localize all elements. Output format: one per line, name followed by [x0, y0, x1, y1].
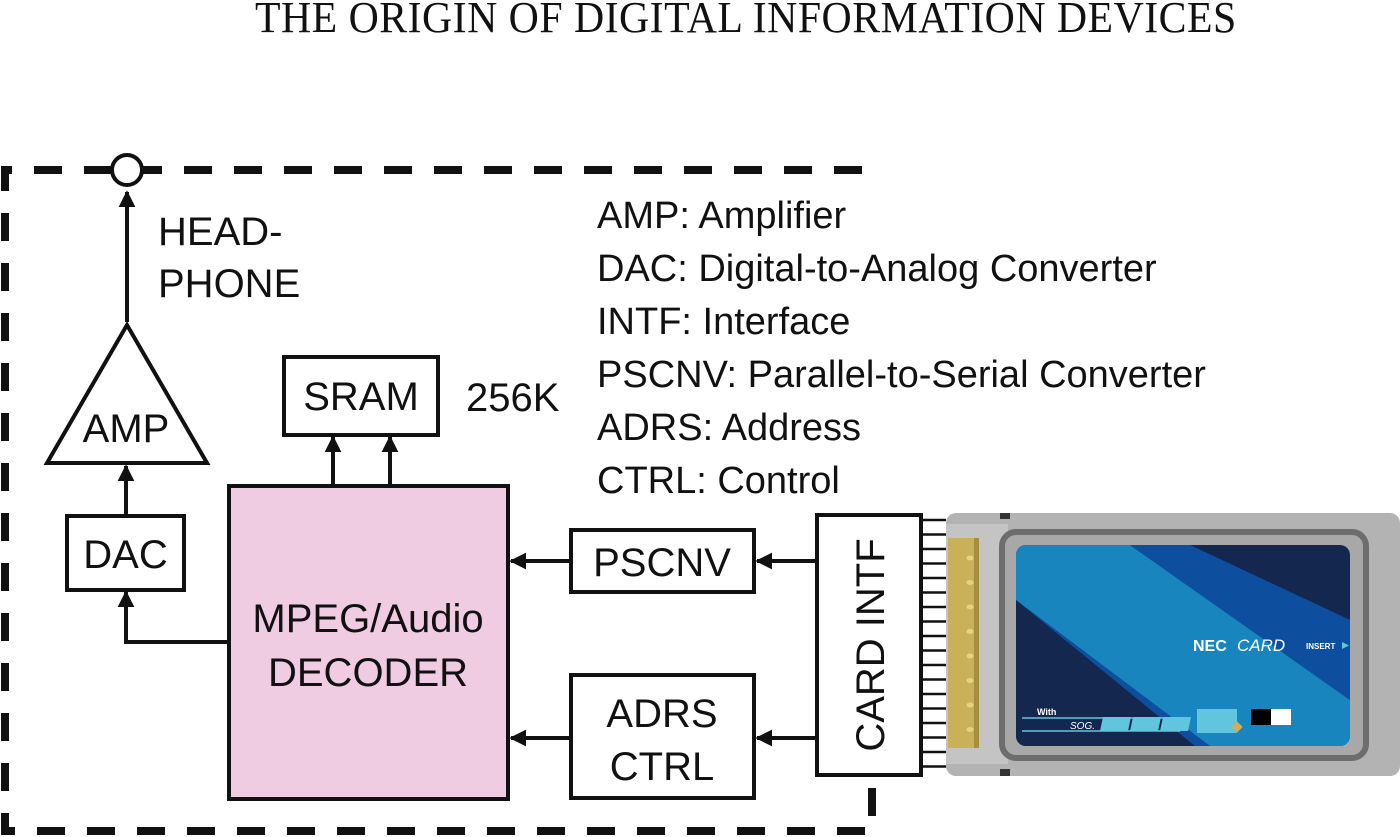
sram-block: SRAM	[282, 355, 440, 437]
legend-item: ADRS: Address	[597, 407, 861, 449]
decoder-label-line1: MPEG/Audio	[252, 597, 483, 641]
gold-contacts	[948, 538, 978, 748]
decoder-block: MPEG/Audio DECODER	[227, 484, 510, 801]
card-intf-block: CARD INTF	[815, 513, 923, 777]
contact-dot	[966, 678, 974, 683]
legend-item: AMP: Amplifier	[597, 195, 847, 237]
dac-block: DAC	[65, 514, 186, 592]
card-intf-label: CARD INTF	[849, 538, 893, 751]
pc-card-illustration: With SOG. NEC CARD INSERT	[946, 513, 1400, 776]
contact-dot	[966, 580, 974, 585]
card-label: With SOG. NEC CARD INSERT	[1016, 545, 1350, 746]
decoder-label-line2: DECODER	[268, 651, 468, 695]
adrs-label: ADRS	[606, 692, 717, 736]
enclosure-border	[1, 166, 876, 835]
headphone-jack-icon	[110, 153, 144, 187]
card-small-label: With	[1037, 707, 1056, 717]
ctrl-label: CTRL	[610, 745, 714, 789]
card-insert-label: INSERT	[1306, 642, 1335, 651]
legend-item: PSCNV: Parallel-to-Serial Converter	[597, 354, 1206, 396]
contact-dot	[966, 604, 974, 610]
contact-dot	[966, 653, 974, 659]
sram-label: SRAM	[303, 375, 419, 419]
contact-dot	[966, 555, 974, 561]
sram-size-label: 256K	[466, 376, 560, 420]
pscnv-block: PSCNV	[569, 528, 756, 594]
card-brand-label: CARD	[1237, 636, 1285, 655]
insert-arrow-icon	[1342, 642, 1349, 649]
amp-label: AMP	[83, 407, 170, 451]
contact-dot	[966, 629, 974, 634]
dac-label: DAC	[83, 533, 167, 577]
legend-item: DAC: Digital-to-Analog Converter	[597, 248, 1157, 290]
amp-block: AMP	[43, 321, 211, 465]
decoder-to-dac-arrow	[117, 590, 229, 644]
pscnv-label: PSCNV	[593, 541, 731, 585]
card-brand: NEC	[1193, 638, 1227, 655]
headphone-label-line2: PHONE	[158, 262, 300, 306]
contact-dot	[966, 702, 974, 708]
headphone-label-line1: HEAD-	[158, 210, 282, 254]
legend-item: INTF: Interface	[597, 301, 850, 343]
card-connector-pins	[921, 518, 946, 768]
page-title: THE ORIGIN OF DIGITAL INFORMATION DEVICE…	[255, 0, 1237, 42]
contact-dot	[966, 727, 974, 732]
legend-item: CTRL: Control	[597, 460, 840, 502]
card-small-code: SOG.	[1070, 721, 1095, 732]
adrs-ctrl-block: ADRS CTRL	[569, 673, 756, 800]
